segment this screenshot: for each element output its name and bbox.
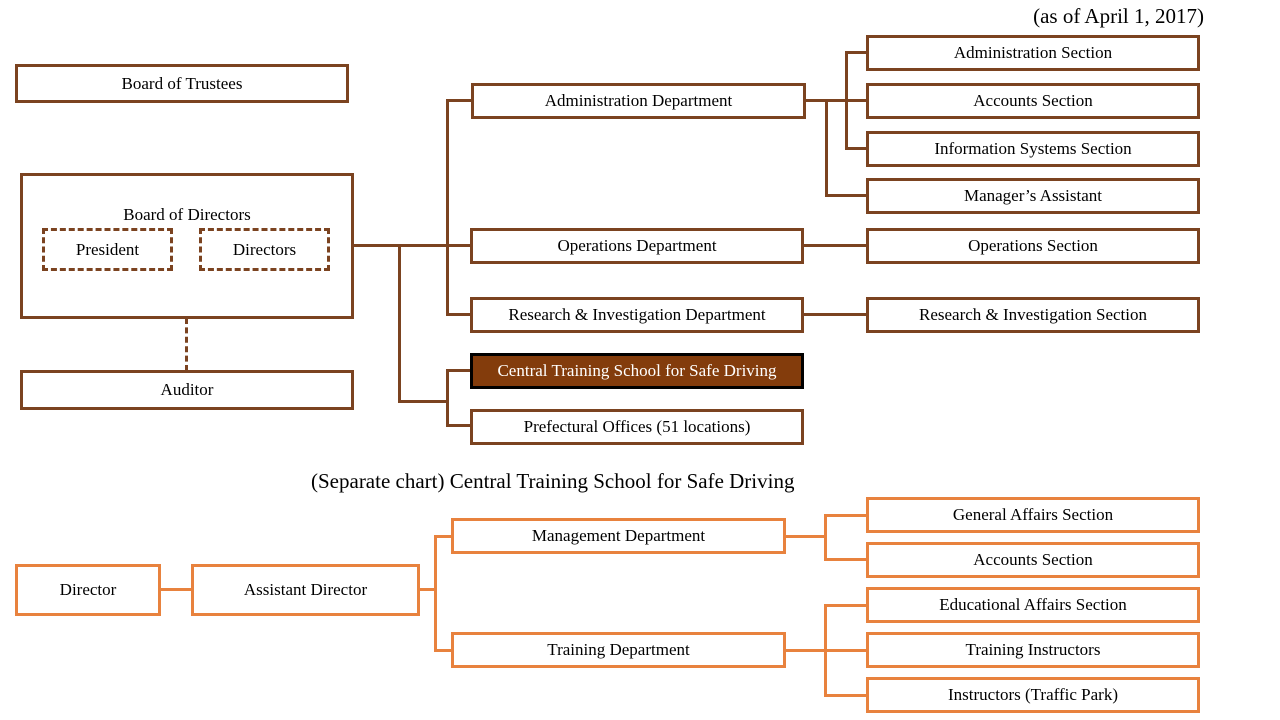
connector: [434, 535, 437, 652]
connector: [845, 147, 867, 150]
connector: [446, 99, 449, 316]
accounts-section-separate-box: Accounts Section: [866, 542, 1200, 578]
instructors-traffic-park-box: Instructors (Traffic Park): [866, 677, 1200, 713]
connector: [824, 604, 867, 607]
connector: [434, 535, 452, 538]
connector: [845, 51, 867, 54]
connector: [446, 424, 472, 427]
connector: [398, 400, 448, 403]
information-systems-section-box: Information Systems Section: [866, 131, 1200, 167]
training-department-box: Training Department: [451, 632, 786, 668]
prefectural-offices-box: Prefectural Offices (51 locations): [470, 409, 804, 445]
operations-department-box: Operations Department: [470, 228, 804, 264]
connector: [824, 514, 867, 517]
connector: [353, 244, 471, 247]
administration-department-box: Administration Department: [471, 83, 806, 119]
connector: [398, 244, 401, 403]
connector: [446, 99, 472, 102]
research-department-box: Research & Investigation Department: [470, 297, 804, 333]
managers-assistant-box: Manager’s Assistant: [866, 178, 1200, 214]
connector: [434, 649, 452, 652]
connector: [446, 369, 449, 427]
general-affairs-section-box: General Affairs Section: [866, 497, 1200, 533]
connector: [446, 313, 472, 316]
assistant-director-box: Assistant Director: [191, 564, 420, 616]
connector: [825, 99, 828, 197]
president-box: President: [42, 228, 173, 271]
connector: [419, 588, 437, 591]
separate-chart-title: (Separate chart) Central Training School…: [311, 469, 795, 493]
educational-affairs-section-box: Educational Affairs Section: [866, 587, 1200, 623]
management-department-box: Management Department: [451, 518, 786, 554]
research-section-box: Research & Investigation Section: [866, 297, 1200, 333]
connector: [824, 514, 827, 561]
connector: [785, 535, 827, 538]
connector: [805, 99, 867, 102]
central-training-school-box: Central Training School for Safe Driving: [470, 353, 804, 389]
auditor-box: Auditor: [20, 370, 354, 410]
dashed-connector: [185, 318, 188, 371]
connector: [160, 588, 192, 591]
directors-box: Directors: [199, 228, 330, 271]
accounts-section-box: Accounts Section: [866, 83, 1200, 119]
connector: [803, 313, 867, 316]
date-note: (as of April 1, 2017): [1033, 4, 1204, 28]
connector: [824, 649, 867, 652]
board-of-trustees-box: Board of Trustees: [15, 64, 349, 103]
training-instructors-box: Training Instructors: [866, 632, 1200, 668]
administration-section-box: Administration Section: [866, 35, 1200, 71]
board-of-directors-label: Board of Directors: [123, 205, 251, 224]
connector: [845, 51, 848, 150]
connector: [446, 369, 472, 372]
connector: [824, 694, 867, 697]
connector: [824, 558, 867, 561]
connector: [785, 649, 827, 652]
connector: [825, 194, 867, 197]
connector: [803, 244, 867, 247]
director-box: Director: [15, 564, 161, 616]
operations-section-box: Operations Section: [866, 228, 1200, 264]
